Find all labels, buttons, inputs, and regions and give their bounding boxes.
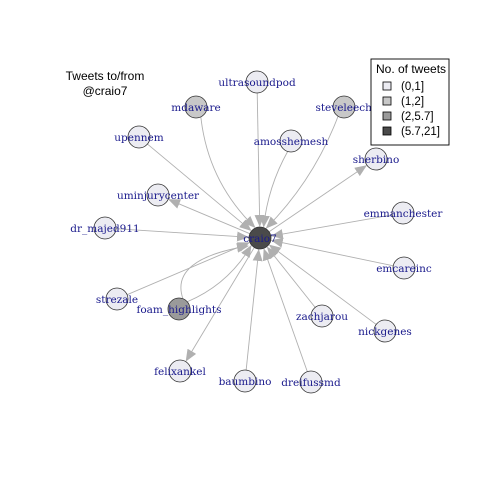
node-mdaware[interactable]: mdaware bbox=[171, 95, 221, 119]
node-circle-zachjarou bbox=[310, 304, 334, 328]
edge-mdaware-to-craio7 bbox=[200, 116, 256, 228]
nodes-layer: ultrasoundpod mdaware steveleechmd amosshem… bbox=[70, 70, 444, 394]
node-label-emmanchester: emmanchester bbox=[364, 208, 444, 220]
legend-swatch-3 bbox=[382, 126, 392, 136]
edge-strezale-to-craio7 bbox=[126, 242, 250, 296]
node-circle-strezale bbox=[105, 287, 129, 311]
node-sherbino[interactable]: sherbino bbox=[353, 147, 400, 171]
node-circle-uminjurycenter bbox=[146, 183, 170, 207]
edge-ultrasoundpod-to-craio7 bbox=[254, 92, 265, 228]
node-label-felixankel: felixankel bbox=[154, 366, 206, 378]
node-label-steveleechmd: steveleechmd bbox=[315, 102, 388, 114]
node-dreifussmd[interactable]: dreifussmd bbox=[281, 370, 341, 394]
legend-swatch-2 bbox=[382, 111, 392, 121]
legend-swatch-0 bbox=[382, 81, 392, 91]
node-circle-nickgenes bbox=[373, 319, 397, 343]
node-circle-steveleechmd bbox=[332, 95, 356, 119]
legend-label-0: (0,1] bbox=[401, 81, 424, 93]
node-label-baumbino: baumbino bbox=[219, 376, 272, 388]
node-ultrasoundpod[interactable]: ultrasoundpod bbox=[218, 70, 296, 94]
node-craio7[interactable]: craio7 bbox=[243, 226, 277, 250]
node-circle-emmanchester bbox=[391, 201, 415, 225]
node-label-emcareinc: emcareinc bbox=[376, 263, 432, 275]
edge-foam_highlights-to-craio7-alt bbox=[180, 242, 249, 300]
node-label-zachjarou: zachjarou bbox=[296, 311, 348, 323]
node-steveleechmd[interactable]: steveleechmd bbox=[315, 95, 389, 119]
graph-title: Tweets to/from @craio7 bbox=[66, 69, 145, 98]
node-baumbino[interactable]: baumbino bbox=[219, 369, 272, 393]
node-felixankel[interactable]: felixankel bbox=[154, 359, 206, 383]
node-label-sherbino: sherbino bbox=[353, 154, 400, 166]
node-label-amosshemesh: amosshemesh bbox=[254, 136, 329, 148]
legend-swatch-1 bbox=[382, 96, 392, 106]
node-label-dr_majed911: dr_majed911 bbox=[70, 223, 139, 235]
edge-emmanchester-to-craio7 bbox=[270, 214, 393, 239]
edge-amosshemesh-to-craio7 bbox=[259, 151, 289, 228]
node-label-craio7: craio7 bbox=[243, 233, 277, 245]
edge-baumbino-to-craio7 bbox=[245, 248, 263, 371]
node-circle-amosshemesh bbox=[279, 129, 303, 153]
node-circle-emcareinc bbox=[392, 256, 416, 280]
node-label-strezale: strezale bbox=[96, 294, 138, 306]
node-circle-craio7 bbox=[248, 226, 272, 250]
edge-emcareinc-to-craio7 bbox=[270, 237, 394, 267]
node-amosshemesh[interactable]: amosshemesh bbox=[254, 129, 329, 153]
edge-upennem-to-craio7 bbox=[147, 143, 252, 231]
node-circle-upennem bbox=[127, 125, 151, 149]
node-label-upennem: upennem bbox=[114, 132, 163, 144]
node-circle-mdaware bbox=[184, 95, 208, 119]
node-zachjarou[interactable]: zachjarou bbox=[296, 304, 348, 328]
node-circle-dr_majed911 bbox=[93, 216, 117, 240]
node-label-dreifussmd: dreifussmd bbox=[281, 377, 341, 389]
node-label-uminjurycenter: uminjurycenter bbox=[117, 190, 200, 202]
node-upennem[interactable]: upennem bbox=[114, 125, 164, 149]
node-circle-baumbino bbox=[233, 369, 257, 393]
edge-craio7-to-felixankel bbox=[185, 247, 255, 362]
node-emmanchester[interactable]: emmanchester bbox=[364, 201, 444, 225]
legend-title: No. of tweets bbox=[376, 62, 446, 76]
node-strezale[interactable]: strezale bbox=[96, 287, 138, 311]
node-foam_highlights[interactable]: foam_highlights bbox=[136, 297, 222, 321]
edge-craio7-to-uminjurycenter bbox=[168, 199, 251, 235]
node-circle-sherbino bbox=[364, 147, 388, 171]
title-line-1: Tweets to/from bbox=[66, 69, 145, 83]
edge-steveleechmd-to-craio7 bbox=[265, 116, 339, 229]
edge-dreifussmd-to-craio7 bbox=[262, 248, 308, 372]
edge-nickgenes-to-craio7 bbox=[268, 244, 377, 325]
edge-dr_majed911-to-craio7 bbox=[115, 228, 250, 242]
node-dr_majed911[interactable]: dr_majed911 bbox=[70, 216, 140, 240]
node-nickgenes[interactable]: nickgenes bbox=[358, 319, 412, 343]
node-circle-ultrasoundpod bbox=[245, 70, 269, 94]
edge-zachjarou-to-craio7 bbox=[266, 246, 316, 308]
title-line-2: @craio7 bbox=[83, 84, 128, 98]
node-label-mdaware: mdaware bbox=[171, 102, 220, 114]
legend-label-2: (2,5.7] bbox=[401, 111, 434, 123]
node-circle-foam_highlights bbox=[167, 297, 191, 321]
node-circle-dreifussmd bbox=[299, 370, 323, 394]
node-label-ultrasoundpod: ultrasoundpod bbox=[218, 77, 296, 89]
legend: No. of tweets (0,1] (1,2] (2,5.7] (5.7,2… bbox=[370, 58, 450, 146]
legend-label-3: (5.7,21] bbox=[401, 126, 440, 138]
node-uminjurycenter[interactable]: uminjurycenter bbox=[117, 183, 200, 207]
legend-label-1: (1,2] bbox=[401, 96, 424, 108]
edge-foam_highlights-to-craio7 bbox=[187, 245, 252, 303]
node-circle-felixankel bbox=[168, 359, 192, 383]
node-emcareinc[interactable]: emcareinc bbox=[376, 256, 432, 280]
edge-craio7-to-sherbino bbox=[268, 165, 367, 233]
edges-layer bbox=[115, 92, 394, 372]
node-label-foam_highlights: foam_highlights bbox=[136, 304, 221, 316]
node-label-nickgenes: nickgenes bbox=[358, 326, 412, 338]
